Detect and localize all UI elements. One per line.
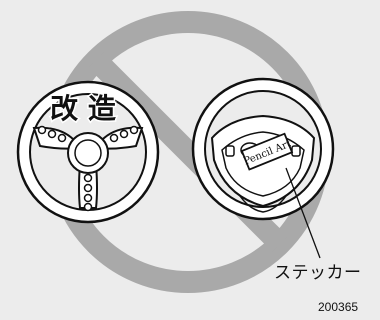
callout-line — [285, 167, 321, 259]
figure-code: 200365 — [318, 300, 359, 314]
sticker-callout-label: ステッカー — [274, 263, 362, 283]
modification-label: 改 造 — [50, 92, 116, 125]
modified-steering-wheel — [16, 80, 160, 224]
